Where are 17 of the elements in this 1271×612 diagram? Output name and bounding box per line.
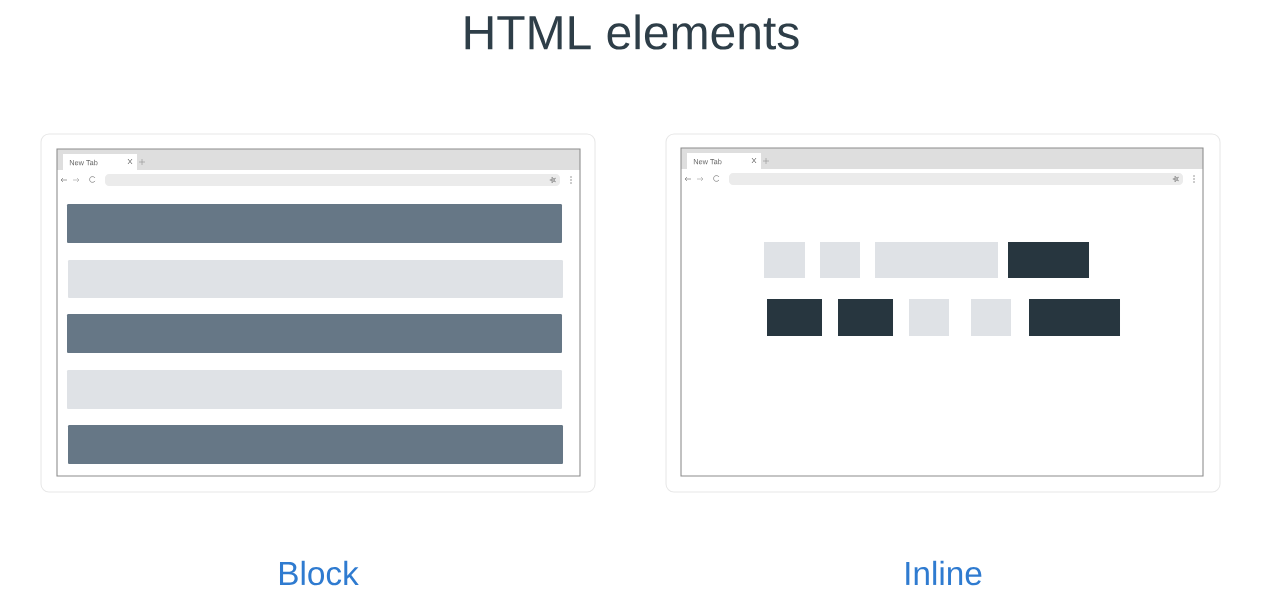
inline-box [1008, 242, 1089, 278]
inline-box [767, 299, 822, 336]
inline-box [875, 242, 998, 278]
title: HTML elements [465, 14, 799, 50]
content-bar [68, 260, 563, 298]
inline-box [764, 242, 805, 278]
content-bar [67, 204, 562, 243]
content-bar [67, 314, 562, 353]
content-bar [68, 425, 563, 464]
window-label: Block [280, 560, 359, 586]
inline-box [820, 242, 860, 278]
inline-box [838, 299, 893, 336]
inline-box [1029, 299, 1120, 336]
inline-box [909, 299, 949, 336]
content-bar [67, 370, 562, 409]
window-label: Inline [906, 560, 982, 586]
inline-box [971, 299, 1011, 336]
